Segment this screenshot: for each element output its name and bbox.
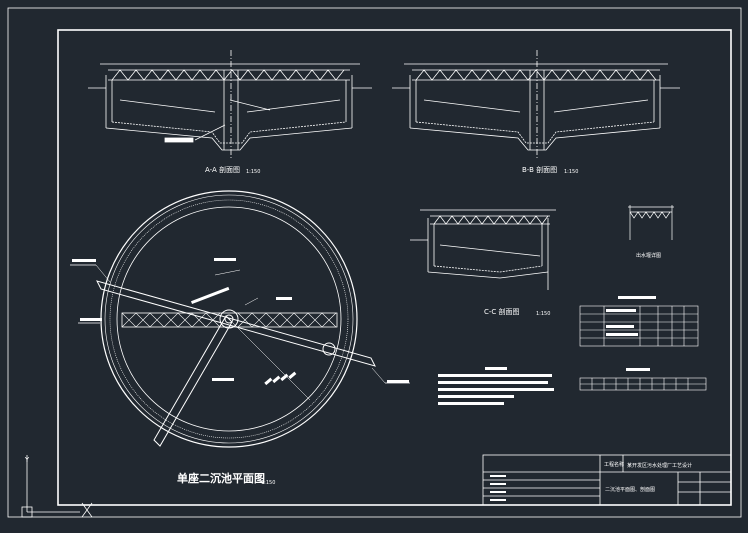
- plan-scale: 1:150: [261, 480, 275, 486]
- ucs-icon: Y: [21, 455, 93, 518]
- section-cc-scale: 1:150: [536, 311, 550, 317]
- outer-frame: [7, 7, 742, 518]
- plan-title: 单座二沉池平面图: [177, 471, 265, 485]
- plan-view-drawing: [70, 190, 410, 448]
- title-block: [482, 454, 732, 506]
- section-bb-drawing: [392, 50, 680, 160]
- weir-detail-label: 出水堰详图: [636, 252, 661, 259]
- section-cc-label: C-C 剖面图: [484, 307, 520, 316]
- section-bb-scale: 1:150: [564, 169, 578, 175]
- title-block-project-label: 工程名称: [604, 461, 624, 468]
- title-block-drawing-name: 二沉池平面图、剖面图: [605, 486, 655, 493]
- equipment-table: [579, 296, 699, 347]
- materials-table: [579, 368, 707, 391]
- svg-text:Y: Y: [24, 456, 30, 464]
- design-notes: [438, 367, 554, 405]
- inner-frame: [57, 29, 732, 506]
- section-aa-label: A-A 剖面图: [205, 165, 240, 174]
- section-cc-drawing: [410, 209, 556, 290]
- weir-detail-drawing: [628, 205, 674, 240]
- section-aa-scale: 1:150: [246, 169, 260, 175]
- plan-annotations: [72, 258, 409, 386]
- title-block-project-name: 某开发区污水处理厂工艺设计: [627, 462, 692, 469]
- section-bb-label: B-B 剖面图: [522, 165, 557, 174]
- section-aa-drawing: [88, 50, 372, 160]
